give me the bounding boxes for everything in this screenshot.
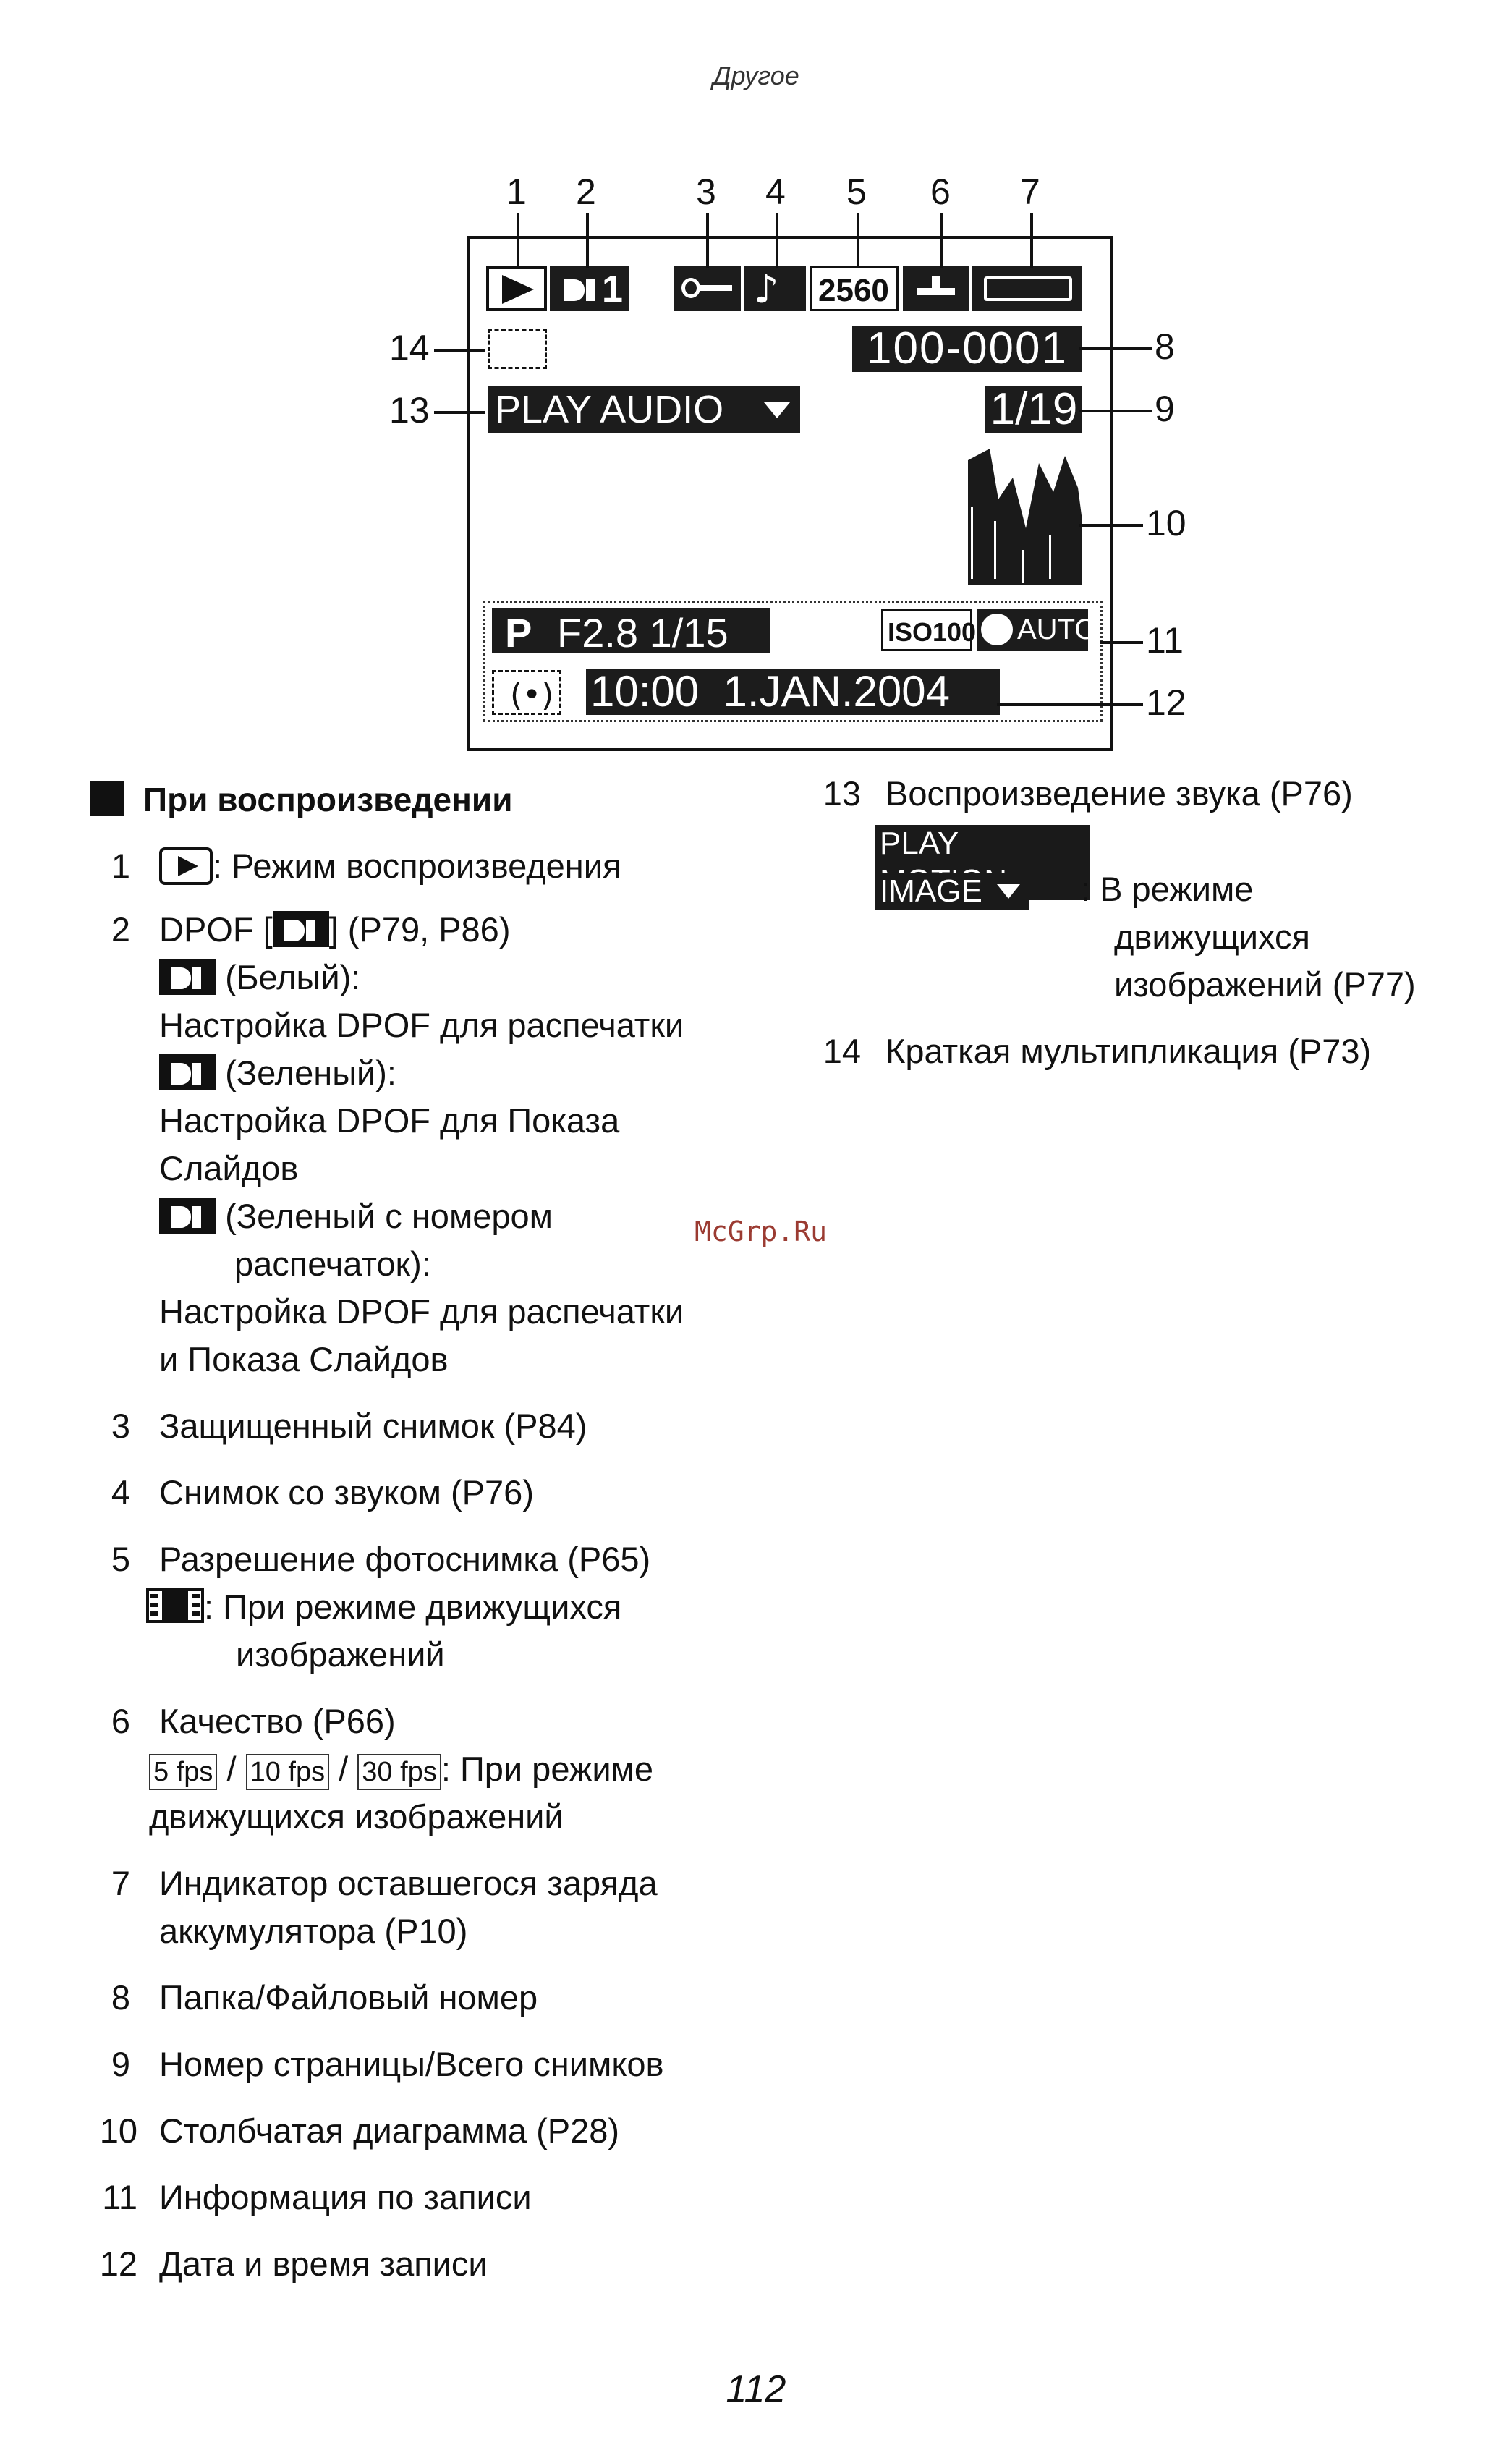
item-14: Краткая мультипликация (P73): [885, 1032, 1372, 1070]
item-5-sub-1: : При режиме движущихся: [146, 1583, 621, 1631]
item-6-number: 6: [111, 1702, 130, 1740]
fps-30-box: 30 fps: [357, 1754, 441, 1790]
item-13-number: 13: [823, 774, 861, 813]
dpof-green-icon: [159, 1054, 216, 1090]
item-9: Номер страницы/Всего снимков: [159, 2045, 664, 2083]
callout-1: 1: [506, 171, 527, 212]
item-2-white: (Белый):: [159, 954, 360, 1001]
item-2-white-desc: Настройка DPOF для распечатки: [159, 1006, 684, 1044]
folder-file-number: 100-0001: [852, 326, 1082, 372]
item-11-number: 11: [102, 2178, 137, 2216]
item-2-green-num-2: распечаток):: [234, 1245, 431, 1283]
callout-11: 11: [1146, 620, 1184, 661]
item-13-sub-2: движущихся: [1114, 917, 1310, 956]
callout-14: 14: [389, 328, 430, 368]
callout-6: 6: [930, 171, 951, 212]
image-label: IMAGE: [875, 873, 1029, 910]
fps-10-box: 10 fps: [245, 1754, 330, 1790]
item-13-sub-3: изображений (P77): [1114, 965, 1416, 1004]
watermark: McGrp.Ru: [695, 1216, 828, 1247]
item-3-number: 3: [111, 1407, 130, 1445]
callout-13: 13: [389, 390, 430, 431]
lcd-screen-diagram: 1 ♪ 2560 100-0001 PLAY AUDIO 1/19 P: [467, 236, 1113, 751]
quality-icon: [903, 266, 969, 311]
play-mode-icon: [486, 266, 547, 311]
dpof-white-icon: [159, 959, 216, 995]
item-6-sub-1: 5 fps / 10 fps / 30 fps: При режиме: [149, 1745, 653, 1793]
section-bullet: [90, 781, 124, 816]
callout-2: 2: [576, 171, 596, 212]
protect-key-icon: [674, 266, 741, 311]
item-14-number: 14: [823, 1032, 861, 1070]
item-1-number: 1: [111, 847, 130, 885]
item-7: Индикатор оставшегося заряда: [159, 1864, 658, 1902]
item-6-sub-2: движущихся изображений: [149, 1797, 564, 1836]
item-2-green-num: (Зеленый с номером: [159, 1192, 553, 1240]
callout-5: 5: [846, 171, 867, 212]
item-8-number: 8: [111, 1978, 130, 2017]
item-12-number: 12: [99, 2245, 137, 2283]
item-5-number: 5: [111, 1540, 130, 1578]
item-2-green: (Зеленый):: [159, 1049, 396, 1097]
item-2-green-desc-1: Настройка DPOF для Показа: [159, 1101, 620, 1140]
page-number: 112: [726, 2368, 786, 2410]
item-4-number: 4: [111, 1473, 130, 1512]
resolution-indicator: 2560: [810, 266, 899, 311]
item-3: Защищенный снимок (P84): [159, 1407, 587, 1445]
play-audio-label: PLAY AUDIO: [488, 386, 800, 433]
callout-9: 9: [1155, 389, 1175, 429]
histogram-graph: [968, 449, 1082, 585]
record-datetime: 10:00 1.JAN.2004: [586, 669, 1000, 715]
play-icon: [159, 847, 213, 885]
item-10: Столбчатая диаграмма (P28): [159, 2111, 620, 2150]
item-11: Информация по записи: [159, 2178, 532, 2216]
item-10-number: 10: [99, 2111, 137, 2150]
item-1: : Режим воспроизведения: [159, 842, 621, 890]
item-7-number: 7: [111, 1864, 130, 1902]
callout-7: 7: [1020, 171, 1040, 212]
item-9-number: 9: [111, 2045, 130, 2083]
item-5-sub-2: изображений: [236, 1635, 445, 1674]
recording-disc-icon: (•): [492, 670, 561, 715]
film-icon: [146, 1588, 204, 1623]
exposure-mode: P F2.8 1/15: [492, 608, 770, 656]
item-2-green-num-desc-2: и Показа Слайдов: [159, 1340, 449, 1378]
item-6: Качество (P66): [159, 1702, 396, 1740]
item-13: Воспроизведение звука (P76): [885, 774, 1353, 813]
callout-3: 3: [696, 171, 716, 212]
callout-8: 8: [1155, 326, 1175, 367]
item-12: Дата и время записи: [159, 2245, 488, 2283]
fps-5-box: 5 fps: [149, 1754, 218, 1790]
dpof-indicator: 1: [550, 266, 629, 311]
histogram: [968, 449, 1082, 585]
item-2-number: 2: [111, 910, 130, 949]
running-header: Другое: [713, 61, 799, 90]
item-4: Снимок со звуком (P76): [159, 1473, 534, 1512]
battery-icon: [972, 266, 1082, 311]
item-8: Папка/Файловый номер: [159, 1978, 538, 2017]
item-2-green-desc-2: Слайдов: [159, 1149, 299, 1187]
item-2-green-num-desc-1: Настройка DPOF для распечатки: [159, 1292, 684, 1331]
white-balance-indicator: AUTO: [977, 609, 1097, 651]
item-5: Разрешение фотоснимка (P65): [159, 1540, 651, 1578]
audio-note-icon: ♪: [744, 266, 806, 312]
dpof-green-number-icon: [159, 1198, 216, 1234]
page-total: 1/19: [985, 386, 1082, 433]
iso-indicator: ISO100: [881, 609, 976, 651]
callout-10: 10: [1146, 503, 1186, 543]
item-13-sub-1: : В режиме: [1081, 870, 1254, 908]
quick-animation-icon: [488, 329, 547, 369]
callout-12: 12: [1146, 682, 1186, 723]
recording-info-frame: [483, 601, 1103, 722]
callout-4: 4: [765, 171, 786, 212]
item-2-title: DPOF [] (P79, P86): [159, 910, 511, 949]
section-title: При воспроизведении: [143, 781, 513, 818]
wb-icon: [981, 614, 1013, 645]
dpof-icon: [272, 911, 329, 947]
item-7-line-2: аккумулятора (P10): [159, 1912, 468, 1950]
